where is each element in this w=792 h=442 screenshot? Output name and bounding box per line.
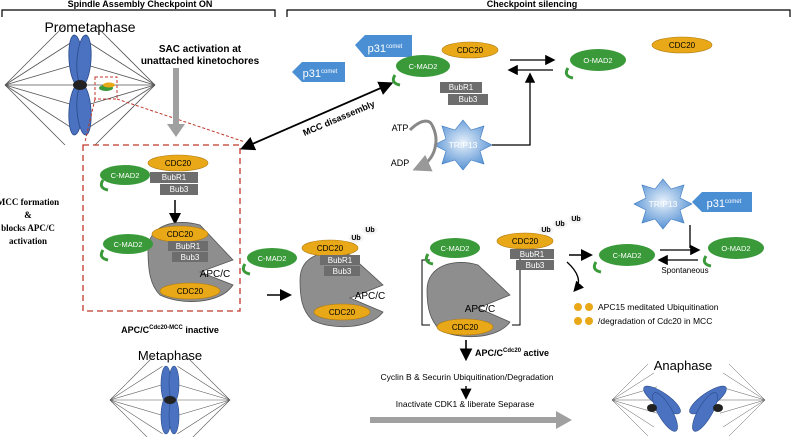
- svg-text:Ub: Ub: [571, 216, 580, 223]
- svg-text:CDC20: CDC20: [177, 287, 204, 296]
- cdc20-label: CDC20: [165, 159, 192, 168]
- atp-adp-cycle: ATP ADP: [391, 119, 438, 168]
- trip13-action-arrow: [492, 72, 536, 146]
- bub3-label: Bub3: [170, 185, 189, 194]
- svg-text:Ub: Ub: [555, 221, 564, 228]
- bub3-box: [160, 184, 198, 195]
- svg-text:O-MAD2: O-MAD2: [721, 244, 750, 253]
- cdc20-shape: [147, 154, 209, 172]
- svg-text:APC/C: APC/C: [355, 291, 386, 302]
- svg-text:CDC20: CDC20: [167, 230, 194, 239]
- svg-text:TRIP13: TRIP13: [449, 140, 478, 150]
- svg-text:Ub: Ub: [365, 227, 374, 234]
- mcc-released-ubiquitinated: C-MAD2 CDC20 BubR1 Bub3 Ub Ub Ub: [424, 214, 584, 270]
- svg-text:C-MAD2: C-MAD2: [114, 240, 143, 249]
- atp-label: ATP: [392, 123, 409, 133]
- checkpoint-silencing-label: Checkpoint silencing: [487, 0, 578, 9]
- kinetochore-zoom-box: [94, 76, 118, 100]
- svg-text:Bub3: Bub3: [459, 95, 478, 104]
- svg-text:&: &: [24, 210, 32, 220]
- cyclin-b-label: Cyclin B & Securin Ubiquitination/Degrad…: [381, 372, 554, 382]
- apc-active-label: APC/CCdc20 active: [475, 348, 549, 358]
- sac-activation-line1: SAC activation at: [159, 44, 242, 55]
- spindle-checkpoint-label: Spindle Assembly Checkpoint ON: [68, 0, 213, 9]
- mad2-right-equilibrium: [657, 224, 701, 266]
- svg-text:CDC20: CDC20: [669, 41, 696, 50]
- svg-text:O-MAD2: O-MAD2: [583, 56, 612, 65]
- svg-text:CDC20: CDC20: [317, 244, 344, 253]
- p31-comet-free: p31comet: [292, 62, 345, 82]
- svg-text:Bub3: Bub3: [181, 253, 200, 262]
- svg-text:activation: activation: [9, 236, 47, 246]
- svg-text:BubR1: BubR1: [176, 242, 201, 251]
- svg-text:APC/C: APC/C: [465, 304, 496, 315]
- anaphase-cell: [611, 363, 766, 437]
- svg-text:CDC20: CDC20: [329, 308, 356, 317]
- metaphase-label: Metaphase: [138, 348, 202, 363]
- svg-text:BubR1: BubR1: [328, 256, 353, 265]
- mcc-complex-free: C-MAD2 CDC20 BubR1 Bub3: [99, 154, 209, 195]
- svg-text:APC/CCdc20-MCC inactive: APC/CCdc20-MCC inactive: [121, 325, 219, 335]
- apcc-label: APC/C: [200, 269, 231, 280]
- svg-text:C-MAD2: C-MAD2: [613, 251, 642, 260]
- spindle-checkpoint-header: Spindle Assembly Checkpoint ON: [1, 0, 276, 17]
- trip13-right: TRIP13: [633, 178, 693, 230]
- svg-text:Bub3: Bub3: [333, 267, 352, 276]
- p31-comet-right: p31comet: [692, 192, 752, 212]
- prometaphase-cell: [4, 24, 246, 146]
- degradation-arrow: [566, 261, 585, 292]
- bubr1-box: [150, 172, 198, 183]
- c-mad2-label: C-MAD2: [111, 171, 140, 180]
- svg-text:p31comet: p31comet: [707, 198, 742, 210]
- p31-mad2-cdc20-complex: p31comet C-MAD2 CDC20: [355, 35, 499, 87]
- anaphase-label: Anaphase: [654, 358, 713, 373]
- svg-text:BubR1: BubR1: [449, 83, 474, 92]
- svg-text:Ub: Ub: [351, 235, 360, 242]
- trip13-top: TRIP13: [433, 119, 493, 171]
- adp-label: ADP: [391, 158, 410, 168]
- svg-text:Ub: Ub: [541, 227, 550, 234]
- svg-text:p31comet: p31comet: [368, 43, 403, 55]
- svg-text:CDC20: CDC20: [512, 237, 539, 246]
- svg-text:CDC20: CDC20: [457, 46, 484, 55]
- sac-down-arrow: [167, 68, 185, 137]
- svg-text:p31comet: p31comet: [303, 68, 338, 80]
- mcc-apc-complex-inhibited: APC/C C-MAD2 CDC20 BubR1 Bub3 CDC20: [99, 222, 234, 302]
- o-mad2-right: O-MAD2: [702, 237, 764, 268]
- mcc-disassembly-arrow: [240, 81, 394, 151]
- progression-arrow: [370, 411, 572, 429]
- o-mad2-free-top: O-MAD2: [564, 49, 626, 80]
- bubr1-label: BubR1: [162, 173, 187, 182]
- apc-inactive-label: APC/CCdc20-MCC inactive: [121, 325, 219, 335]
- svg-text:MCC formation: MCC formation: [0, 197, 59, 207]
- metaphase-cell: [109, 354, 231, 442]
- svg-text:TRIP13: TRIP13: [649, 199, 678, 209]
- cdc20-free-top: CDC20: [651, 36, 713, 54]
- apc15-line1: APC15 meditated Ubiquitination: [598, 302, 719, 312]
- svg-text:blocks APC/C: blocks APC/C: [1, 223, 55, 233]
- inactivate-cdk1-label: Inactivate CDK1 & liberate Separase: [396, 399, 535, 409]
- spontaneous-label: Spontaneous: [661, 266, 708, 275]
- apc-cdc20-active: APC/C CDC20: [426, 262, 511, 338]
- sac-activation-line2: unattached kinetochores: [141, 56, 260, 67]
- apc15-line2: /degradation of Cdc20 in MCC: [598, 316, 712, 326]
- mcc-dashed-box: [82, 144, 241, 312]
- svg-text:Bub3: Bub3: [526, 261, 545, 270]
- checkpoint-silencing-header: Checkpoint silencing: [286, 0, 791, 17]
- mcc-formation-label: MCC formation & blocks APC/C activation: [0, 197, 59, 246]
- svg-text:CDC20: CDC20: [452, 323, 479, 332]
- bubr1-bub3-free: BubR1 Bub3: [440, 82, 488, 105]
- svg-text:C-MAD2: C-MAD2: [441, 244, 470, 253]
- mad2-conversion-equilibrium: [507, 54, 556, 76]
- mcc-apc-ubiquitinated: APC/C C-MAD2 CDC20 BubR1 Bub3 CDC20 Ub U…: [241, 225, 386, 328]
- apc15-degradation: APC15 meditated Ubiquitination /degradat…: [574, 302, 719, 326]
- c-mad2-shape: [100, 165, 150, 185]
- svg-text:C-MAD2: C-MAD2: [409, 62, 438, 71]
- prometaphase-label: Prometaphase: [44, 19, 135, 35]
- c-mad2-released: C-MAD2: [592, 244, 655, 274]
- svg-text:C-MAD2: C-MAD2: [258, 254, 287, 263]
- svg-text:BubR1: BubR1: [520, 250, 545, 259]
